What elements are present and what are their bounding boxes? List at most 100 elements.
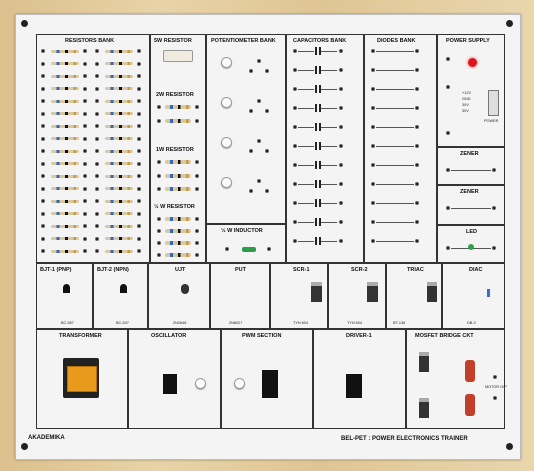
resistor-socket[interactable] <box>83 174 87 178</box>
zener2-socket-a[interactable] <box>446 206 450 210</box>
power-resistor-socket[interactable] <box>157 253 161 257</box>
potentiometer-socket[interactable] <box>249 109 253 113</box>
resistor-socket[interactable] <box>95 199 99 203</box>
potentiometer-socket[interactable] <box>249 149 253 153</box>
diode-socket[interactable] <box>415 220 419 224</box>
resistor-socket[interactable] <box>137 199 141 203</box>
potentiometer-socket[interactable] <box>257 59 261 63</box>
power-resistor-socket[interactable] <box>195 119 199 123</box>
capacitor-socket[interactable] <box>293 106 297 110</box>
diode-socket[interactable] <box>371 87 375 91</box>
resistor-socket[interactable] <box>41 236 45 241</box>
capacitor-socket[interactable] <box>339 125 343 129</box>
ps-socket-1[interactable] <box>446 57 450 61</box>
resistor-socket[interactable] <box>83 186 87 191</box>
capacitor-socket[interactable] <box>293 163 297 167</box>
resistor-socket[interactable] <box>83 74 87 78</box>
resistor-socket[interactable] <box>137 111 141 116</box>
zener1-socket-a[interactable] <box>446 168 450 172</box>
capacitor-socket[interactable] <box>293 144 297 148</box>
resistor-socket[interactable] <box>95 186 99 191</box>
ps-socket-2[interactable] <box>446 85 450 89</box>
resistor-socket[interactable] <box>137 74 141 78</box>
power-resistor-socket[interactable] <box>195 217 199 221</box>
potentiometer-socket[interactable] <box>265 109 269 113</box>
capacitor-socket[interactable] <box>339 220 343 224</box>
capacitor-socket[interactable] <box>293 220 297 224</box>
capacitor-socket[interactable] <box>339 106 343 110</box>
power-resistor-socket[interactable] <box>195 174 199 178</box>
oscillator-knob[interactable] <box>195 378 206 389</box>
resistor-socket[interactable] <box>41 61 45 66</box>
resistor-socket[interactable] <box>137 174 141 178</box>
resistor-socket[interactable] <box>41 136 45 141</box>
capacitor-socket[interactable] <box>293 125 297 129</box>
power-resistor-socket[interactable] <box>157 174 161 178</box>
diode-socket[interactable] <box>371 163 375 167</box>
diode-socket[interactable] <box>415 239 419 243</box>
diode-socket[interactable] <box>415 182 419 186</box>
resistor-socket[interactable] <box>95 111 99 116</box>
resistor-socket[interactable] <box>41 224 45 228</box>
resistor-socket[interactable] <box>137 211 141 216</box>
power-resistor-socket[interactable] <box>195 160 199 164</box>
resistor-socket[interactable] <box>95 161 99 166</box>
resistor-socket[interactable] <box>83 61 87 66</box>
diode-socket[interactable] <box>371 49 375 53</box>
potentiometer-knob[interactable] <box>221 137 232 148</box>
diode-socket[interactable] <box>415 49 419 53</box>
resistor-socket[interactable] <box>137 236 141 241</box>
resistor-socket[interactable] <box>41 74 45 78</box>
resistor-socket[interactable] <box>41 161 45 166</box>
capacitor-socket[interactable] <box>293 87 297 91</box>
resistor-socket[interactable] <box>41 199 45 203</box>
diode-socket[interactable] <box>415 163 419 167</box>
resistor-socket[interactable] <box>41 49 45 53</box>
resistor-socket[interactable] <box>41 124 45 128</box>
resistor-socket[interactable] <box>137 49 141 53</box>
capacitor-socket[interactable] <box>339 68 343 72</box>
diode-socket[interactable] <box>415 125 419 129</box>
led-socket-a[interactable] <box>446 246 450 250</box>
resistor-socket[interactable] <box>95 149 99 153</box>
resistor-socket[interactable] <box>83 124 87 128</box>
resistor-socket[interactable] <box>137 249 141 253</box>
inductor-socket-a[interactable] <box>225 247 229 251</box>
motor-socket-a[interactable] <box>493 375 497 379</box>
power-resistor-socket[interactable] <box>157 105 161 109</box>
resistor-socket[interactable] <box>41 186 45 191</box>
resistor-socket[interactable] <box>41 174 45 178</box>
diode-socket[interactable] <box>371 182 375 186</box>
potentiometer-socket[interactable] <box>257 179 261 183</box>
power-resistor-socket[interactable] <box>157 229 161 233</box>
resistor-socket[interactable] <box>95 236 99 241</box>
resistor-socket[interactable] <box>137 186 141 191</box>
resistor-socket[interactable] <box>41 249 45 253</box>
capacitor-socket[interactable] <box>339 49 343 53</box>
power-resistor-socket[interactable] <box>157 119 161 123</box>
pwm-knob[interactable] <box>234 378 245 389</box>
power-resistor-socket[interactable] <box>157 187 161 191</box>
resistor-socket[interactable] <box>137 99 141 103</box>
resistor-socket[interactable] <box>95 49 99 53</box>
resistor-socket[interactable] <box>41 211 45 216</box>
resistor-socket[interactable] <box>41 99 45 103</box>
resistor-socket[interactable] <box>41 86 45 91</box>
diode-socket[interactable] <box>371 201 375 205</box>
potentiometer-socket[interactable] <box>249 69 253 73</box>
capacitor-socket[interactable] <box>293 239 297 243</box>
capacitor-socket[interactable] <box>293 182 297 186</box>
resistor-socket[interactable] <box>41 111 45 116</box>
motor-socket-b[interactable] <box>493 396 497 400</box>
resistor-socket[interactable] <box>95 174 99 178</box>
power-connector[interactable] <box>488 90 499 116</box>
resistor-socket[interactable] <box>83 99 87 103</box>
potentiometer-knob[interactable] <box>221 97 232 108</box>
resistor-socket[interactable] <box>83 136 87 141</box>
potentiometer-socket[interactable] <box>265 149 269 153</box>
resistor-socket[interactable] <box>83 149 87 153</box>
power-resistor-socket[interactable] <box>195 229 199 233</box>
resistor-socket[interactable] <box>83 111 87 116</box>
resistor-socket[interactable] <box>95 61 99 66</box>
ps-socket-3[interactable] <box>446 131 450 135</box>
